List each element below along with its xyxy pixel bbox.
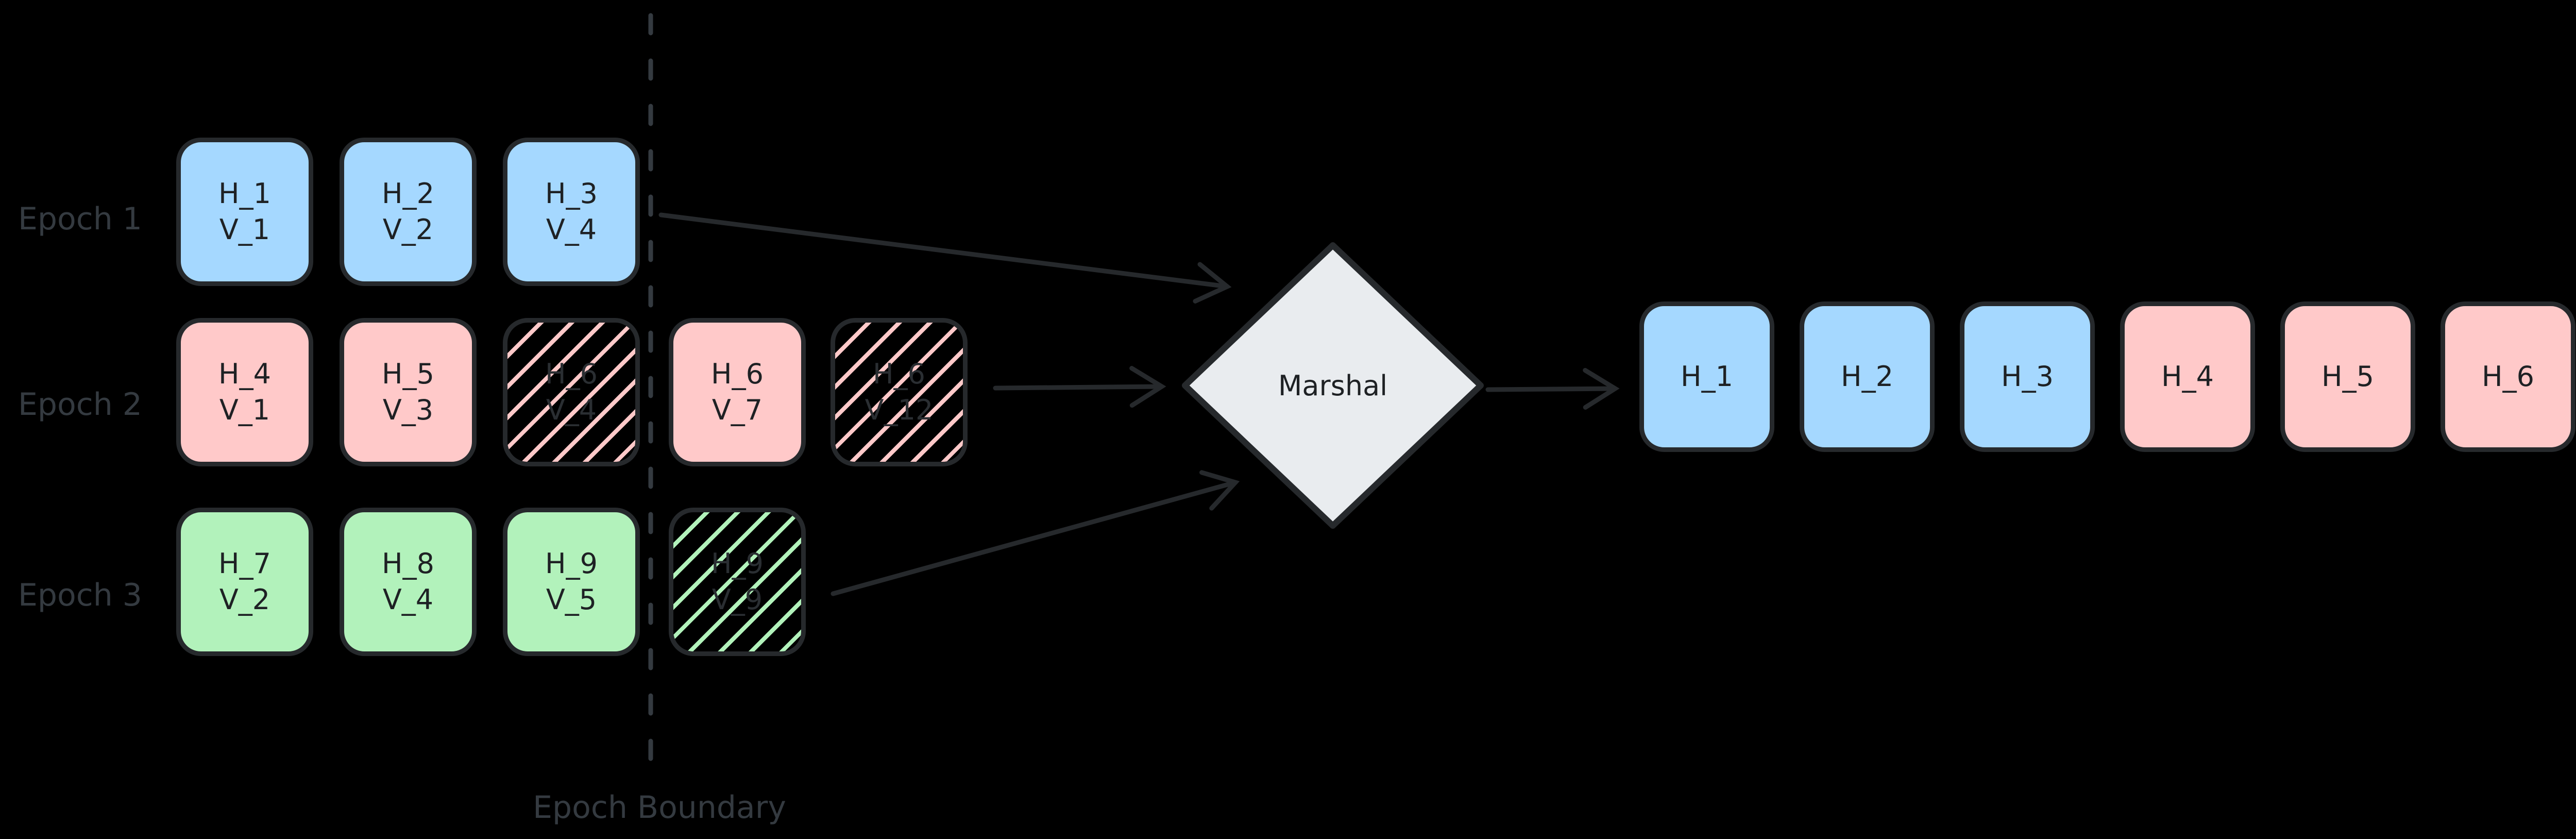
epoch-2-label: Epoch 2 [18,387,142,423]
epoch3-box-h7-v2: H_7 V_2 [176,508,313,656]
box-text-line: V_1 [219,213,270,246]
box-text-line: H_2 [382,177,434,210]
box-text-line: V_7 [711,394,763,426]
box-text-line: H_6 [873,358,925,390]
box-text-line: V_4 [382,583,434,616]
epoch-1-label: Epoch 1 [18,201,142,237]
box-text-line: H_5 [382,358,434,390]
arrow-marshal-to-output [1485,367,1620,410]
output-box-h2: H_2 [1800,301,1935,452]
epoch1-box-h1-v1: H_1 V_1 [176,138,313,286]
box-text-line: H_8 [382,547,434,580]
epoch3-box-h9-v5: H_9 V_5 [503,508,640,656]
box-text-line: H_4 [2161,360,2214,393]
box-text-line: V_5 [546,583,597,616]
box-text-line: H_3 [2001,360,2054,393]
epoch3-box-h8-v4: H_8 V_4 [340,508,477,656]
epoch2-box-h6-v4-hatched: H_6 V_4 [503,318,640,466]
box-text-line: H_3 [545,177,598,210]
box-text-line: H_6 [545,358,598,390]
box-text-line: H_2 [1841,360,1893,393]
box-text-line: V_1 [219,394,270,426]
epoch2-box-h6-v12-hatched: H_6 V_12 [831,318,968,466]
box-text-line: H_1 [1681,360,1733,393]
box-text-line: V_12 [865,394,934,426]
box-text-line: V_2 [219,583,270,616]
output-box-h1: H_1 [1639,301,1774,452]
marshal-diamond [1182,242,1484,529]
box-text-line: V_4 [546,213,597,246]
output-box-h3: H_3 [1960,301,2095,452]
epoch1-box-h3-v4: H_3 V_4 [503,138,640,286]
output-box-h4: H_4 [2120,301,2255,452]
box-text-line: H_1 [218,177,271,210]
box-text-line: H_6 [711,358,764,390]
epoch1-box-h2-v2: H_2 V_2 [340,138,477,286]
epoch3-box-h9-v9-hatched: H_9 V_9 [669,508,806,656]
arrow-epoch1-to-marshal [658,212,1232,304]
box-text-line: H_9 [545,547,598,580]
epoch2-box-h4-v1: H_4 V_1 [176,318,313,466]
box-text-line: V_2 [382,213,434,246]
arrow-epoch2-to-marshal [993,366,1166,408]
box-text-line: H_7 [218,547,271,580]
output-box-h6: H_6 [2441,301,2575,452]
arrow-epoch3-to-marshal [831,470,1240,596]
box-text-line: V_4 [546,394,597,426]
epoch-3-label: Epoch 3 [18,577,142,613]
box-text-line: V_9 [711,583,763,616]
epoch2-box-h6-v7: H_6 V_7 [669,318,806,466]
box-text-line: V_3 [382,394,434,426]
epoch-boundary-label: Epoch Boundary [533,790,786,826]
marshal-label: Marshal [1278,370,1387,402]
box-text-line: H_4 [218,358,271,390]
box-text-line: H_9 [711,547,764,580]
output-box-h5: H_5 [2280,301,2415,452]
epoch2-box-h5-v3: H_5 V_3 [340,318,477,466]
box-text-line: H_6 [2482,360,2534,393]
box-text-line: H_5 [2321,360,2374,393]
